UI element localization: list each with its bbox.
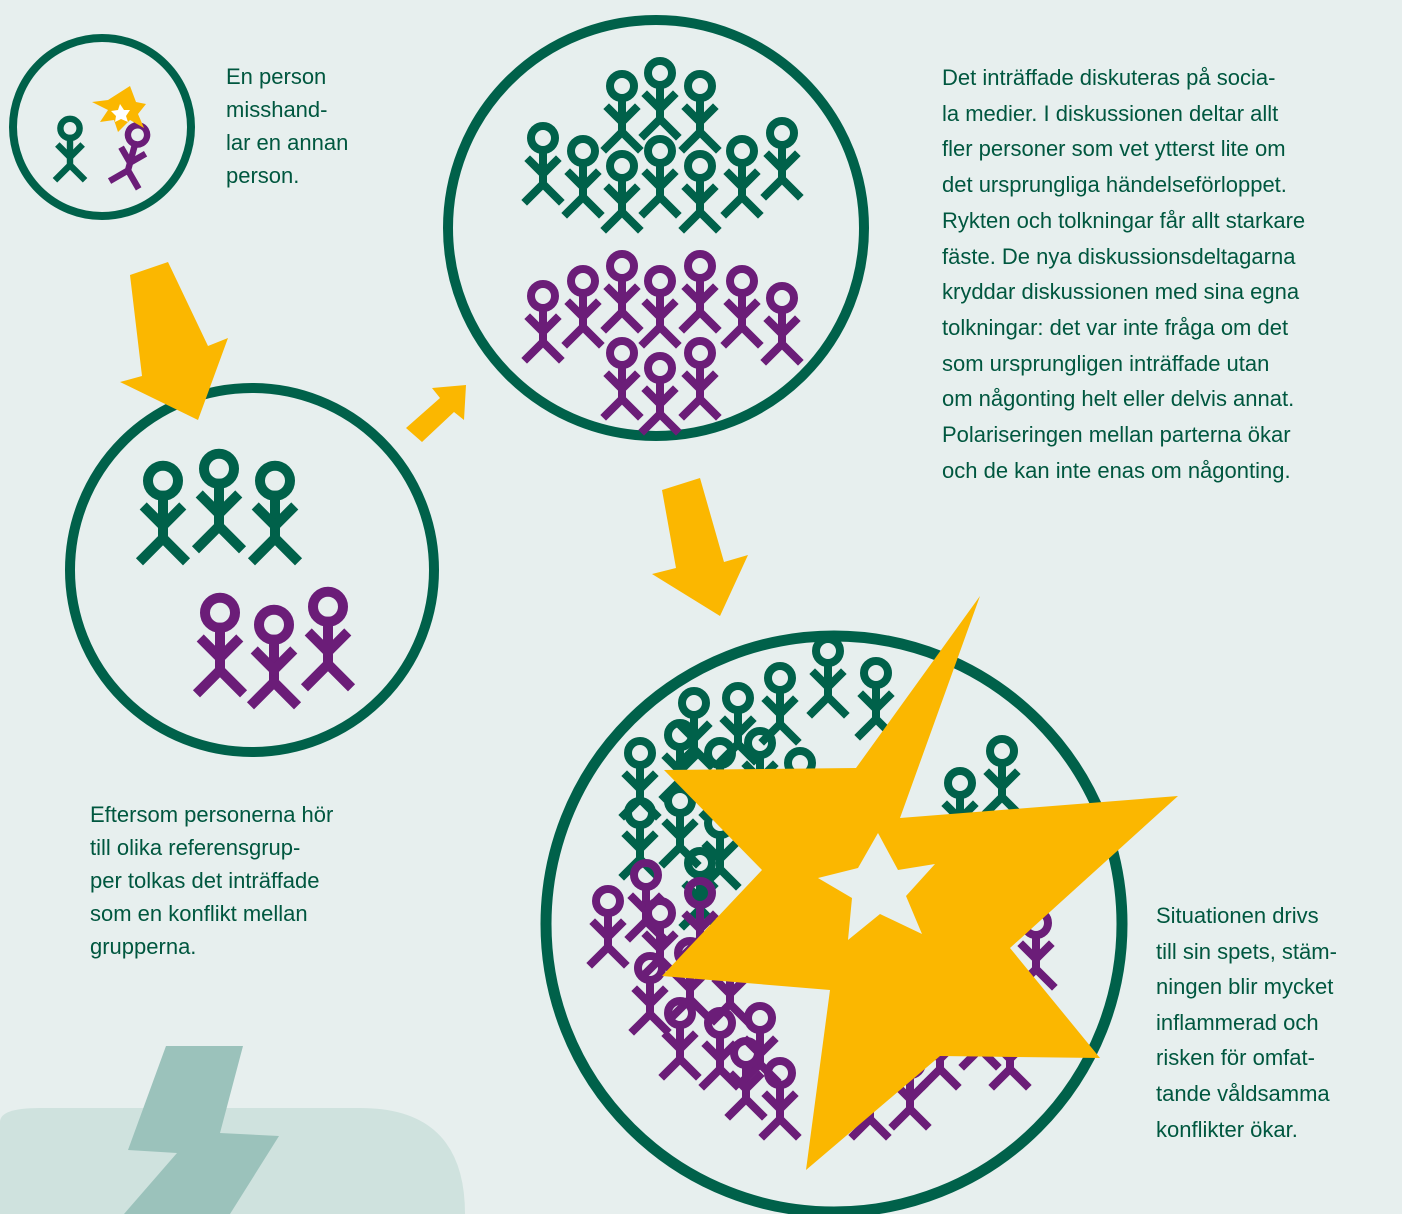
caption-line: och de kan inte enas om någonting. [942, 457, 1291, 483]
caption-line: om någonting helt eller delvis annat. [942, 386, 1295, 412]
caption-line: fler personer som vet ytterst lite om [942, 136, 1286, 162]
caption-line: person. [226, 163, 300, 188]
caption-line: En person [226, 64, 327, 89]
caption-line: Det inträffade diskuteras på socia- [942, 65, 1276, 90]
caption-line: lar en annan [226, 130, 349, 155]
arrow-icon [406, 385, 466, 442]
caption-line: kryddar diskussionen med sina egna [942, 279, 1300, 305]
step1-caption: En person misshand- lar en annan person. [226, 60, 348, 192]
caption-line: Polariseringen mellan parterna ökar [942, 422, 1291, 448]
caption-line: som en konflikt mellan [90, 901, 308, 926]
caption-line: grupperna. [90, 934, 197, 959]
lightning-icon [124, 1046, 279, 1214]
star-center [818, 833, 935, 940]
caption-line: som ursprungligen inträffade utan [942, 350, 1270, 376]
step4-caption: Situationen drivs till sin spets, stäm- … [1156, 898, 1337, 1147]
caption-line: tolkningar: det var inte fråga om det [942, 314, 1289, 340]
caption-line: risken för omfat- [1156, 1045, 1315, 1071]
caption-line: inflammerad och [1156, 1009, 1319, 1035]
step3-caption: Det inträffade diskuteras på socia- la m… [942, 60, 1305, 488]
conflict-star-icon [662, 596, 1178, 1170]
arrow-icon [120, 262, 228, 420]
caption-line: fäste. De nya diskussionsdeltagarna [942, 243, 1296, 269]
circle-step3 [443, 15, 869, 441]
arrow-icon [652, 478, 748, 616]
caption-line: Eftersom personerna hör [90, 802, 334, 827]
caption-line: Rykten och tolkningar får allt starkare [942, 207, 1306, 233]
caption-line: konflikter ökar. [1156, 1116, 1298, 1142]
caption-line: till olika referensgrup- [90, 835, 301, 860]
circle-step1 [9, 34, 195, 220]
caption-line: misshand- [226, 97, 328, 122]
caption-line: la medier. I diskussionen deltar allt [942, 100, 1279, 126]
caption-line: tande våldsamma [1156, 1080, 1330, 1106]
caption-line: Situationen drivs [1156, 903, 1319, 928]
caption-line: till sin spets, stäm- [1156, 938, 1337, 964]
caption-line: ningen blir mycket [1156, 974, 1334, 1000]
step2-caption: Eftersom personerna hör till olika refer… [90, 798, 333, 963]
circle-step2 [65, 383, 439, 757]
star-center [111, 104, 130, 122]
caption-line: det ursprungliga händelseförloppet. [942, 172, 1287, 198]
caption-line: per tolkas det inträffade [90, 868, 320, 893]
